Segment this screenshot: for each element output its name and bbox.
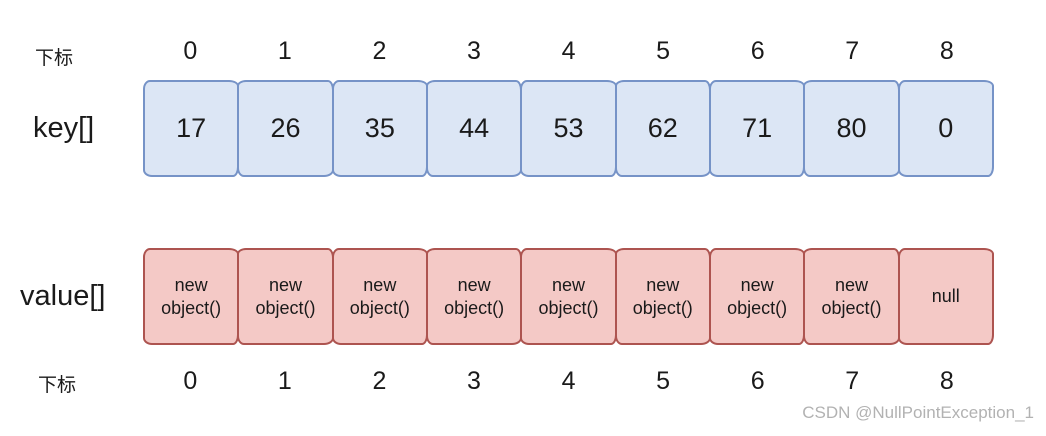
index-cell: 7 xyxy=(845,366,860,395)
index-cell: 4 xyxy=(561,366,576,395)
value-cell: new object() xyxy=(614,248,711,345)
value-cell: new object() xyxy=(520,248,617,345)
key-array-label: key[] xyxy=(33,112,95,144)
index-cell: 2 xyxy=(372,36,387,65)
index-cell: 6 xyxy=(750,36,765,65)
index-cell: 4 xyxy=(561,36,576,65)
key-cell: 26 xyxy=(237,80,334,177)
csdn-watermark: CSDN @NullPointException_1 xyxy=(802,403,1034,422)
value-cell: new object() xyxy=(425,248,523,345)
index-cell: 1 xyxy=(277,366,292,395)
key-cell: 62 xyxy=(614,80,711,177)
index-cell: 0 xyxy=(183,366,198,395)
index-cell: 8 xyxy=(939,36,954,65)
index-row-bottom: 0 1 2 3 4 5 6 7 8 xyxy=(143,364,994,398)
key-cell: 17 xyxy=(143,80,240,177)
value-cell: new object() xyxy=(331,248,428,345)
value-array-label: value[] xyxy=(20,280,106,312)
key-cell: 35 xyxy=(331,80,428,177)
value-cell: new object() xyxy=(237,248,334,345)
key-cell: 0 xyxy=(897,80,994,177)
index-cell: 5 xyxy=(656,366,671,395)
index-row-label-top: 下标 xyxy=(35,48,74,69)
key-cell: 44 xyxy=(425,80,523,177)
index-cell: 1 xyxy=(277,36,292,65)
value-array-row: new object() new object() new object() n… xyxy=(143,248,994,345)
value-cell: null xyxy=(897,248,994,345)
index-row-top: 0 1 2 3 4 5 6 7 8 xyxy=(143,34,994,68)
index-cell: 0 xyxy=(183,36,198,65)
index-cell: 8 xyxy=(939,366,954,395)
index-cell: 7 xyxy=(845,36,860,65)
value-cell: new object() xyxy=(708,248,806,345)
index-row-label-bottom: 下标 xyxy=(38,375,77,396)
index-cell: 6 xyxy=(750,366,765,395)
index-cell: 5 xyxy=(656,36,671,65)
index-cell: 2 xyxy=(372,366,387,395)
value-cell: new object() xyxy=(143,248,240,345)
key-cell: 71 xyxy=(708,80,806,177)
key-cell: 80 xyxy=(803,80,900,177)
index-cell: 3 xyxy=(467,36,481,65)
value-cell: new object() xyxy=(803,248,900,345)
key-cell: 53 xyxy=(520,80,617,177)
index-cell: 3 xyxy=(467,366,481,395)
key-array-row: 17 26 35 44 53 62 71 80 0 xyxy=(143,80,994,177)
